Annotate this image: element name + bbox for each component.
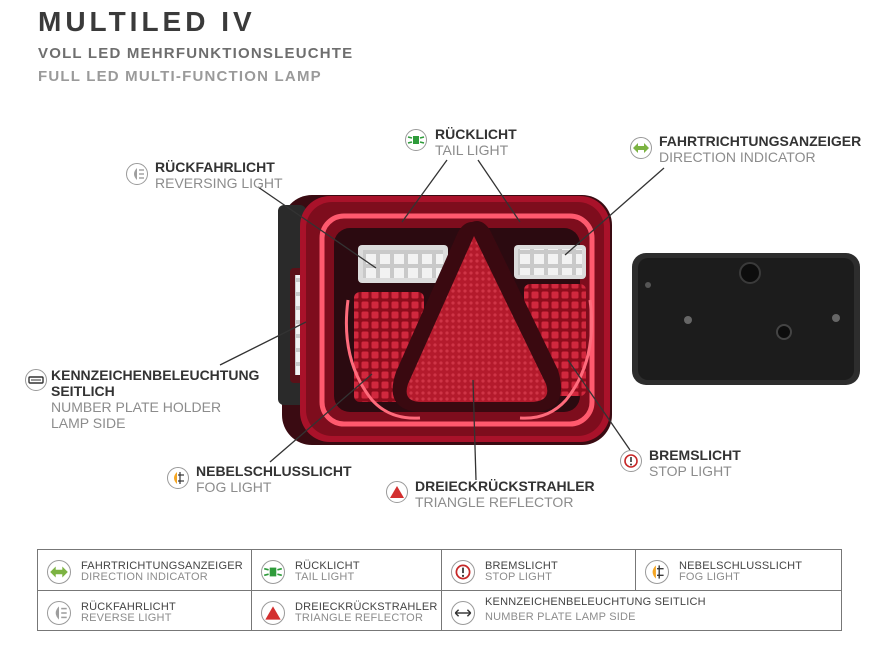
direction-indicator-icon bbox=[47, 560, 71, 584]
callout-plate-en2: LAMP SIDE bbox=[51, 415, 126, 431]
product-illustration bbox=[219, 159, 860, 481]
callout-tail-en: TAIL LIGHT bbox=[435, 142, 509, 158]
callout-fog-light: NEBELSCHLUSSLICHT FOG LIGHT bbox=[196, 463, 352, 495]
legend-label-en: TRIANGLE REFLECTOR bbox=[295, 612, 424, 624]
callout-direction-indicator: FAHRTRICHTUNGSANZEIGER DIRECTION INDICAT… bbox=[659, 133, 861, 165]
callout-number-plate: KENNZEICHENBELEUCHTUNG SEITLICH NUMBER P… bbox=[51, 367, 259, 431]
callout-tail-de: RÜCKLICHT bbox=[435, 126, 517, 142]
lamp-front-view bbox=[278, 195, 612, 445]
tail-light-icon bbox=[261, 560, 285, 584]
number-plate-lamp-icon bbox=[451, 601, 475, 625]
callout-fog-de: NEBELSCHLUSSLICHT bbox=[196, 463, 352, 479]
legend-label-de: DREIECKRÜCKSTRAHLER bbox=[295, 601, 438, 613]
fog-light-icon bbox=[167, 467, 189, 489]
leader-lines bbox=[219, 159, 665, 481]
legend-label-de: NEBELSCHLUSSLICHT bbox=[679, 560, 803, 572]
page-title: MULTILED IV bbox=[38, 6, 256, 37]
tail-light-icon bbox=[405, 129, 427, 151]
reversing-light-icon bbox=[126, 163, 148, 185]
stop-light-icon bbox=[620, 450, 642, 472]
legend-cell-number-plate-lamp: KENNZEICHENBELEUCHTUNG SEITLICH NUMBER PL… bbox=[442, 591, 841, 630]
legend-label-de: RÜCKLICHT bbox=[295, 560, 360, 572]
callout-direction-de: FAHRTRICHTUNGSANZEIGER bbox=[659, 133, 862, 149]
legend-label-en: FOG LIGHT bbox=[679, 571, 741, 583]
stop-light-icon bbox=[451, 560, 475, 584]
callout-triangle-reflector: DREIECKRÜCKSTRAHLER TRIANGLE REFLECTOR bbox=[415, 478, 595, 510]
callout-plate-de2: SEITLICH bbox=[51, 383, 115, 399]
callout-direction-en: DIRECTION INDICATOR bbox=[659, 149, 816, 165]
legend-label-en: REVERSE LIGHT bbox=[81, 612, 172, 624]
callout-stop-en: STOP LIGHT bbox=[649, 463, 732, 479]
legend-label-de: KENNZEICHENBELEUCHTUNG SEITLICH bbox=[485, 596, 706, 608]
triangle-reflector bbox=[406, 236, 548, 402]
direction-indicator-icon bbox=[630, 137, 652, 159]
triangle-reflector-icon bbox=[261, 601, 285, 625]
callout-triangle-en: TRIANGLE REFLECTOR bbox=[415, 494, 574, 510]
callout-reversing-light: RÜCKFAHRLICHT REVERSING LIGHT bbox=[155, 159, 283, 191]
lamp-back-view bbox=[632, 253, 860, 385]
reversing-light-icon bbox=[47, 601, 71, 625]
subtitle-english: FULL LED MULTI-FUNCTION LAMP bbox=[38, 68, 322, 85]
number-plate-lamp-icon bbox=[25, 369, 47, 391]
fog-light-icon bbox=[645, 560, 669, 584]
callout-stop-light: BREMSLICHT STOP LIGHT bbox=[649, 447, 741, 479]
callout-plate-de1: KENNZEICHENBELEUCHTUNG bbox=[51, 367, 260, 383]
callout-reversing-en: REVERSING LIGHT bbox=[155, 175, 283, 191]
triangle-reflector-icon bbox=[386, 481, 408, 503]
legend-label-en: TAIL LIGHT bbox=[295, 571, 355, 583]
legend-label-de: RÜCKFAHRLICHT bbox=[81, 601, 176, 613]
subtitle-german: VOLL LED MEHRFUNKTIONSLEUCHTE bbox=[38, 45, 354, 62]
callout-plate-en1: NUMBER PLATE HOLDER bbox=[51, 399, 222, 415]
legend-label-en: DIRECTION INDICATOR bbox=[81, 571, 208, 583]
callout-fog-en: FOG LIGHT bbox=[196, 479, 272, 495]
legend-label-en: STOP LIGHT bbox=[485, 571, 553, 583]
legend-label-en: NUMBER PLATE LAMP SIDE bbox=[485, 611, 636, 623]
callout-stop-de: BREMSLICHT bbox=[649, 447, 741, 463]
callout-triangle-de: DREIECKRÜCKSTRAHLER bbox=[415, 478, 595, 494]
legend-label-de: FAHRTRICHTUNGSANZEIGER bbox=[81, 560, 243, 572]
callout-reversing-de: RÜCKFAHRLICHT bbox=[155, 159, 275, 175]
legend-label-de: BREMSLICHT bbox=[485, 560, 558, 572]
callout-tail-light: RÜCKLICHT TAIL LIGHT bbox=[435, 126, 517, 158]
